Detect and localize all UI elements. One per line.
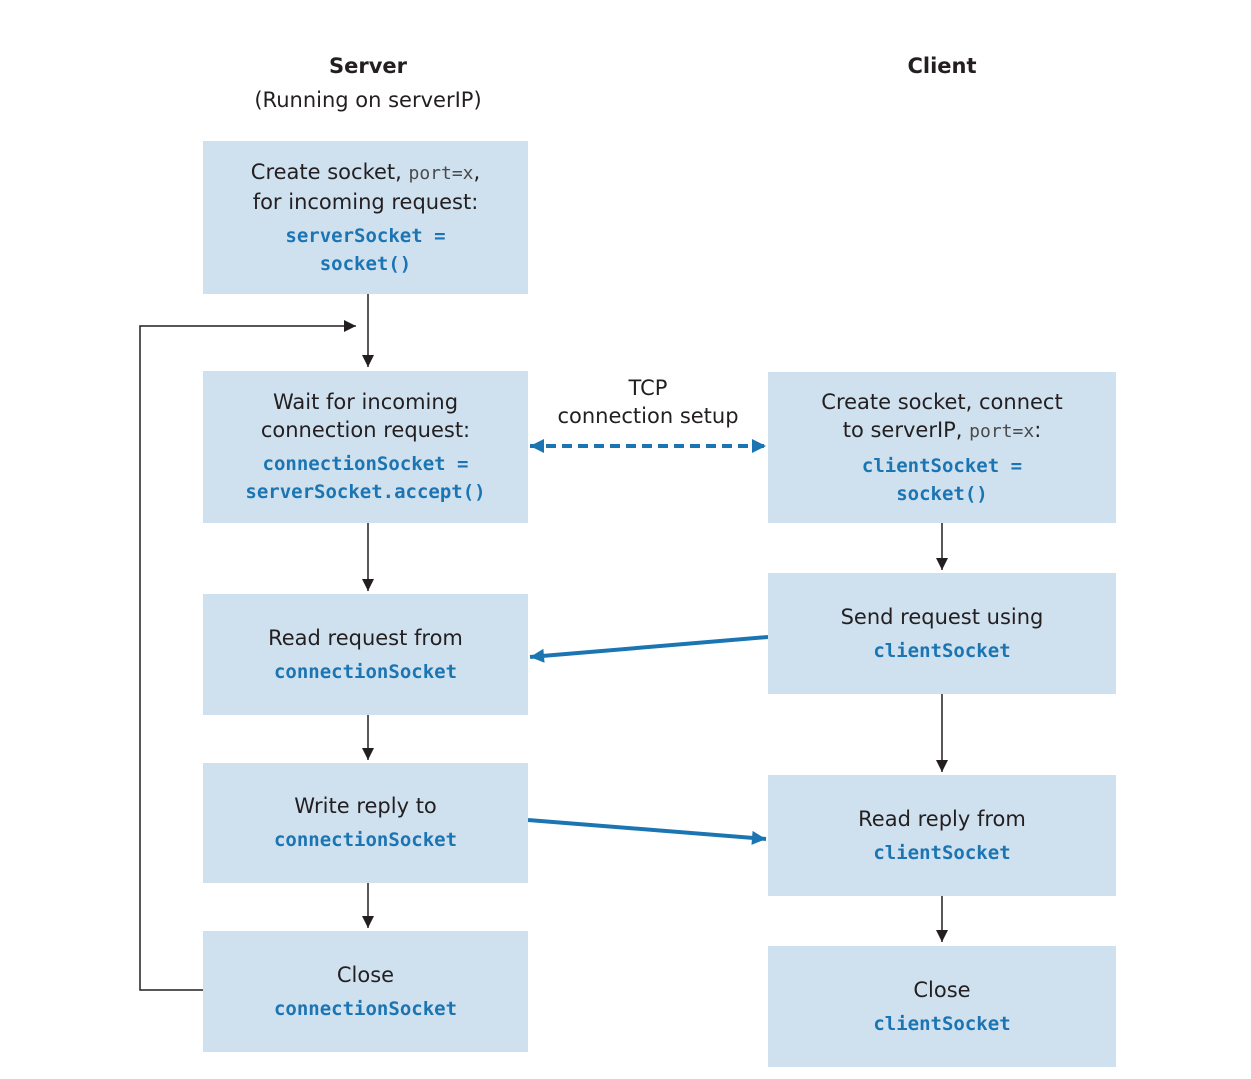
- client-send-box: Send request using clientSocket: [768, 573, 1116, 694]
- client-create-line2-end: :: [1034, 417, 1042, 442]
- client-create-socket-box: Create socket, connect to serverIP, port…: [768, 372, 1116, 523]
- client-read-line1: Read reply from: [858, 806, 1026, 831]
- arrow-server-loop-back: [139, 320, 356, 991]
- server-create-socket-box: Create socket, port=x, for incoming requ…: [203, 141, 528, 294]
- server-create-port: port=x: [408, 162, 474, 184]
- tcp-label: TCP connection setup: [528, 374, 768, 430]
- server-wait-line2: connection request:: [260, 418, 471, 442]
- client-send-line1: Send request using: [840, 604, 1044, 629]
- client-read-code1: clientSocket: [873, 841, 1011, 864]
- client-title: Client: [907, 54, 977, 78]
- client-close-box: Close clientSocket: [768, 946, 1116, 1067]
- server-close-code1: connectionSocket: [273, 997, 458, 1020]
- server-create-line2: for incoming request:: [252, 189, 479, 214]
- server-write-code1: connectionSocket: [273, 829, 458, 851]
- client-read-box: Read reply from clientSocket: [768, 775, 1116, 896]
- client-close-code1: clientSocket: [873, 1012, 1011, 1035]
- server-wait-line1: Wait for incoming: [272, 390, 459, 414]
- client-create-code1: clientSocket =: [861, 454, 1023, 477]
- server-close-box: Close connectionSocket: [203, 931, 528, 1052]
- client-send-code1: clientSocket: [873, 639, 1011, 662]
- server-create-code2: socket(): [319, 252, 412, 275]
- server-create-line1: Create socket,: [250, 159, 409, 184]
- server-write-line1: Write reply to: [294, 794, 437, 818]
- server-read-box: Read request from connectionSocket: [203, 594, 528, 715]
- client-create-line2: to serverIP,: [842, 417, 970, 442]
- server-title: Server: [328, 54, 407, 78]
- arrow-request: [529, 635, 769, 663]
- client-close-line1: Close: [913, 977, 971, 1002]
- tcp-label-line2: connection setup: [557, 404, 739, 428]
- server-create-code1: serverSocket =: [285, 224, 446, 247]
- server-subtitle: (Running on serverIP): [254, 88, 482, 112]
- server-close-line1: Close: [336, 962, 395, 987]
- server-read-code1: connectionSocket: [273, 660, 458, 683]
- arrow-reply: [527, 818, 767, 845]
- client-create-port: port=x: [969, 420, 1035, 442]
- server-create-line1-end: ,: [473, 159, 481, 184]
- server-wait-box: Wait for incoming connection request: co…: [203, 371, 528, 523]
- client-create-code2: socket(): [896, 482, 988, 505]
- server-wait-code1: connectionSocket =: [262, 453, 469, 475]
- tcp-label-line1: TCP: [628, 376, 668, 400]
- client-create-line1: Create socket, connect: [821, 389, 1063, 414]
- server-wait-code2: serverSocket.accept(): [245, 481, 486, 503]
- server-read-line1: Read request from: [268, 625, 463, 650]
- server-write-box: Write reply to connectionSocket: [203, 763, 528, 883]
